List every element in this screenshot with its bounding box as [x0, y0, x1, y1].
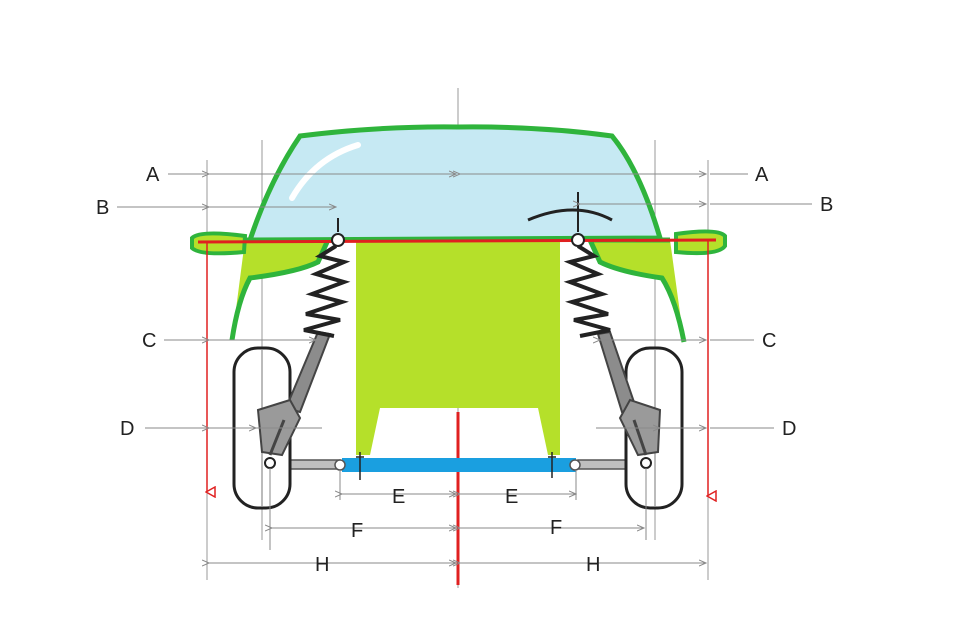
label-h-left: H	[315, 554, 329, 576]
car-front-view-icon	[190, 124, 727, 343]
coil-spring-left-icon	[303, 218, 351, 338]
mount-markers	[356, 452, 556, 480]
body-panel-left	[229, 237, 332, 341]
label-c-right: C	[762, 330, 776, 352]
wiper-arc	[527, 208, 613, 222]
label-b-right: B	[820, 194, 833, 216]
label-h-right: H	[586, 554, 600, 576]
label-b-left: B	[96, 197, 109, 219]
coil-spring-right-icon	[563, 192, 611, 338]
label-d-left: D	[120, 418, 134, 440]
label-e-right: E	[505, 486, 518, 508]
label-f-left: F	[351, 520, 363, 542]
label-a-left: A	[146, 164, 160, 186]
label-e-left: E	[392, 486, 405, 508]
label-d-right: D	[782, 418, 796, 440]
mount-reference-line	[197, 238, 717, 244]
mirror-right	[674, 229, 727, 256]
windshield	[246, 124, 664, 243]
tie-rods	[271, 459, 647, 471]
body-panel-right	[586, 237, 687, 343]
chassis-block	[356, 240, 560, 455]
label-c-left: C	[142, 330, 156, 352]
dimension-lines	[117, 174, 812, 563]
label-f-right: F	[550, 517, 562, 539]
label-a-right: A	[755, 164, 769, 186]
dimension-labels: A A B B C C D D E E F F H H	[96, 164, 833, 576]
axle-beam	[342, 458, 576, 472]
windshield-glare	[289, 142, 361, 201]
